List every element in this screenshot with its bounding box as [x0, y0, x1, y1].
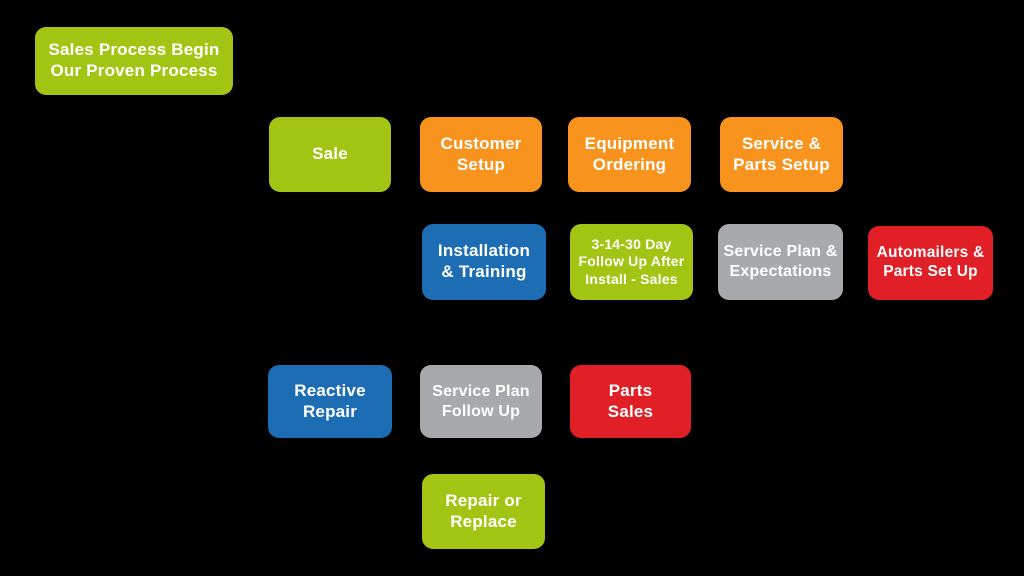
node-service-plan-follow-up: Service Plan Follow Up: [420, 365, 542, 438]
node-customer-setup: Customer Setup: [420, 117, 542, 192]
node-parts-sales: Parts Sales: [570, 365, 691, 438]
node-service-plan-expectations: Service Plan & Expectations: [718, 224, 843, 300]
node-repair-or-replace: Repair or Replace: [422, 474, 545, 549]
node-follow-up-3-14-30-day: 3-14-30 Day Follow Up After Install - Sa…: [570, 224, 693, 300]
node-service-parts-setup: Service & Parts Setup: [720, 117, 843, 192]
node-reactive-repair: Reactive Repair: [268, 365, 392, 438]
node-sales-process-begin: Sales Process Begin Our Proven Process: [35, 27, 233, 95]
node-sale: Sale: [269, 117, 391, 192]
node-automailers-parts-set-up: Automailers & Parts Set Up: [868, 226, 993, 300]
node-equipment-ordering: Equipment Ordering: [568, 117, 691, 192]
node-installation-training: Installation & Training: [422, 224, 546, 300]
